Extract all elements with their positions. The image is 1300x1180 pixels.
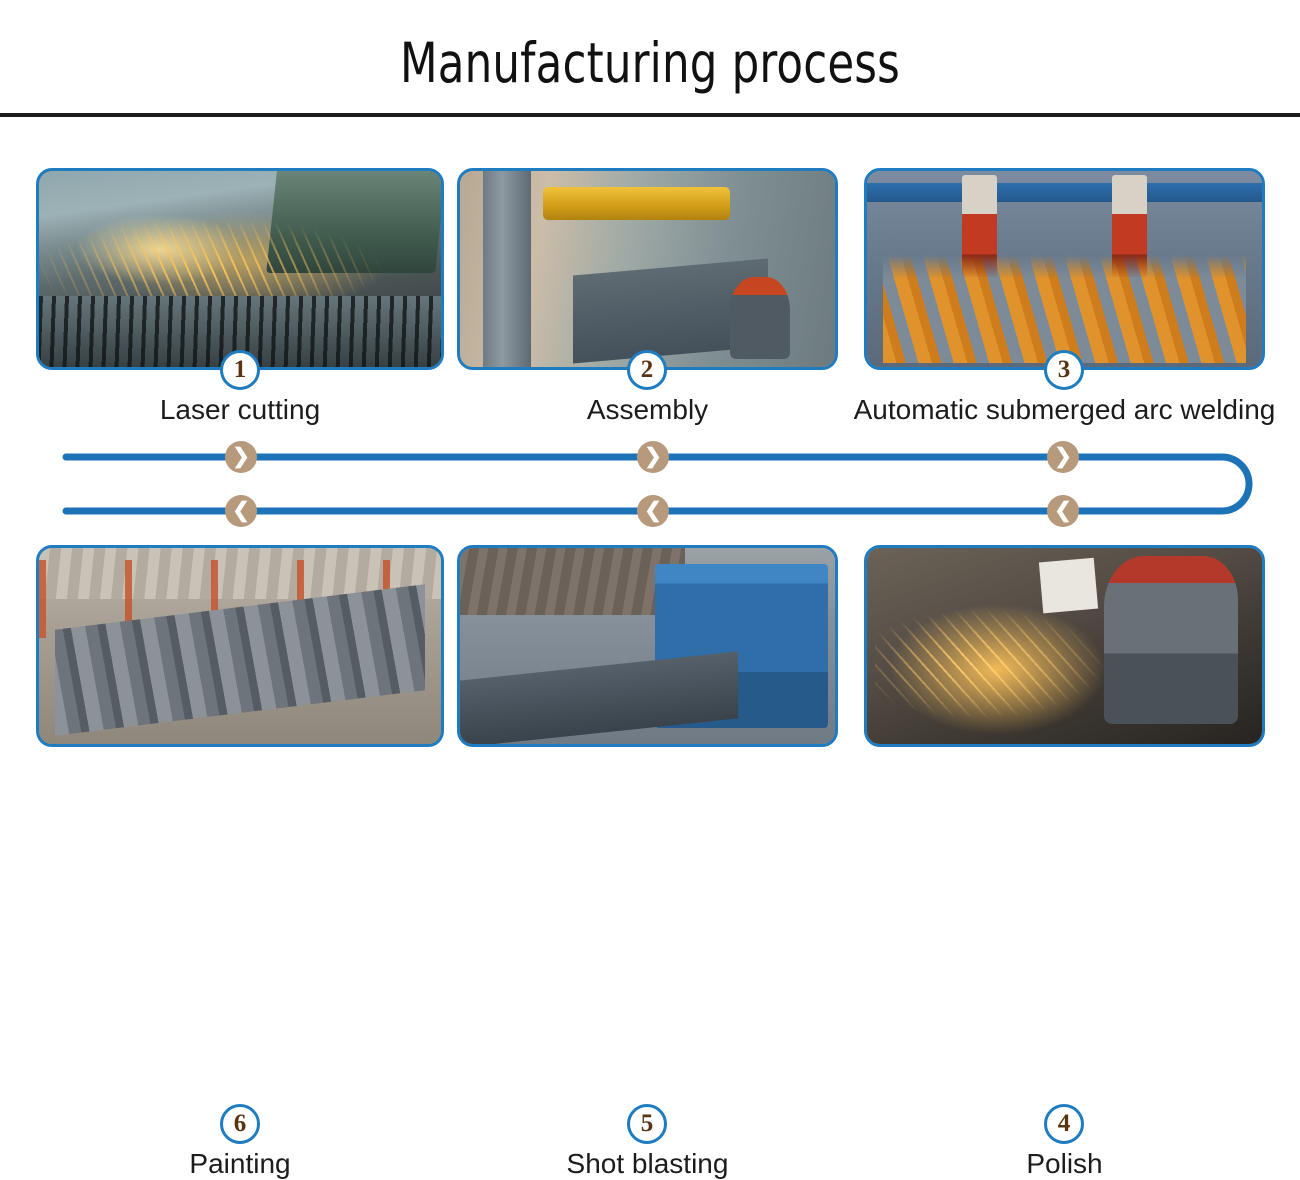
step-badge-1: 1 <box>220 350 260 390</box>
assembly-photo <box>460 171 835 367</box>
laser-cutting-photo <box>39 171 441 367</box>
grinding-sparks-texture <box>874 602 1152 721</box>
step-label-2: Assembly <box>586 394 709 425</box>
process-flow-connector: ❯ ❯ ❯ ❮ ❮ ❮ <box>0 425 1300 540</box>
step-label-3: Automatic submerged arc welding <box>853 394 1276 425</box>
conveyor-texture <box>460 651 738 744</box>
assembly-photo-frame <box>457 168 838 370</box>
step-label-6: Painting <box>189 1148 291 1179</box>
painting-photo-frame <box>36 545 444 747</box>
worker-figure <box>730 276 790 360</box>
workpiece-rack-texture <box>882 255 1247 364</box>
title-divider <box>0 113 1300 117</box>
flow-marker-return-1: ❮ <box>225 495 257 527</box>
polish-photo <box>867 548 1262 744</box>
painting-photo <box>39 548 441 744</box>
flow-marker-forward-1: ❯ <box>225 441 257 473</box>
step-label-5: Shot blasting <box>566 1148 729 1179</box>
step-label-4: Polish <box>1026 1148 1103 1179</box>
flow-marker-return-3: ❮ <box>1047 495 1079 527</box>
submerged-arc-welding-photo <box>867 171 1262 367</box>
flow-marker-forward-2: ❯ <box>637 441 669 473</box>
step-label-1: Laser cutting <box>159 394 321 425</box>
overhead-rail-texture <box>867 182 1262 203</box>
step-badge-5: 5 <box>627 1104 667 1144</box>
step-badge-4: 4 <box>1044 1104 1084 1144</box>
submerged-arc-welding-photo-frame <box>864 168 1265 370</box>
step-badge-6: 6 <box>220 1104 260 1144</box>
step-badge-2: 2 <box>627 350 667 390</box>
polish-photo-frame <box>864 545 1265 747</box>
flow-marker-forward-3: ❯ <box>1047 441 1079 473</box>
page-title: Manufacturing process <box>399 31 901 95</box>
shot-blasting-photo-frame <box>457 545 838 747</box>
step-badge-3: 3 <box>1044 350 1084 390</box>
shot-blasting-photo <box>460 548 835 744</box>
workshop-ceiling-texture <box>460 548 685 615</box>
laser-cutting-photo-frame <box>36 168 444 370</box>
gantry-texture <box>482 171 532 367</box>
header: Manufacturing process <box>0 0 1300 118</box>
connector-path <box>62 453 1253 515</box>
flow-marker-return-2: ❮ <box>637 495 669 527</box>
lifting-beam-texture <box>542 186 730 220</box>
